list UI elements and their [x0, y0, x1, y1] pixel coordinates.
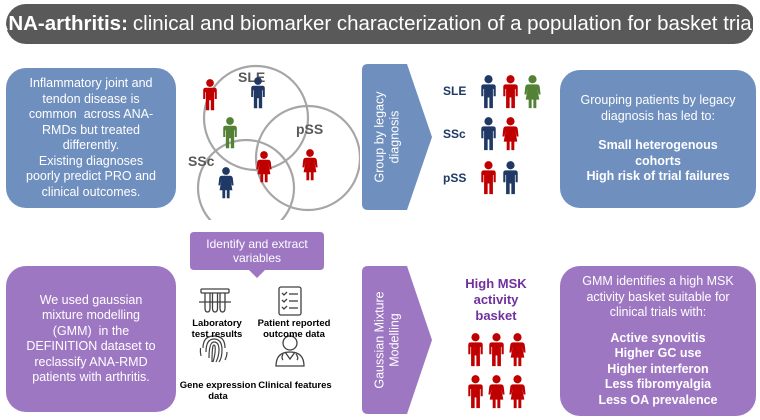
person-icon	[481, 161, 496, 195]
legacy-box: Grouping patients by legacy diagnosis ha…	[560, 70, 756, 208]
intro-line: Inflammatory joint and	[29, 76, 153, 90]
woman-icon	[302, 149, 318, 181]
gmm-result-intro-line: activity basket suitable for	[586, 289, 730, 304]
gmm-method-line: patients with arthritis.	[32, 370, 150, 384]
icon-label-gene: Gene expression data	[178, 380, 258, 402]
gmm-result-bold-list: Active synovitis Higher GC use Higher in…	[572, 331, 744, 409]
identify-box: Identify and extract variables	[190, 232, 324, 270]
woman-icon	[488, 375, 505, 409]
venn-label-ssc: SSc	[188, 153, 215, 169]
gmm-method-box: We used gaussian mixture modelling (GMM)…	[6, 266, 176, 412]
woman-icon	[218, 167, 234, 199]
gmm-result-intro-line: GMM identifies a high MSK	[582, 274, 734, 288]
legacy-intro-line: Grouping patients by legacy	[580, 93, 736, 108]
woman-icon	[524, 75, 541, 109]
intro-box: Inflammatory joint and tendon disease is…	[6, 68, 176, 208]
intro-line: poorly predict PRO and	[26, 169, 156, 183]
title-bold: ANA-arthritis:	[0, 12, 128, 35]
person-icon	[481, 117, 496, 151]
arrow-bottom: Gaussian Mixture Modelling	[362, 266, 414, 414]
arrow-top-line: Group by legacy	[373, 91, 387, 183]
intro-line: clinical outcomes.	[41, 184, 141, 199]
person-icon	[468, 375, 483, 409]
gmm-result-bold-line: Less fibromyalgia	[604, 377, 712, 391]
arrow-bottom-text: Gaussian Mixture Modelling	[373, 291, 403, 388]
basket-line: basket	[475, 308, 517, 323]
basket-people	[468, 333, 526, 409]
venn-diagram: SLE pSS SSc	[188, 64, 360, 220]
woman-icon	[509, 375, 526, 409]
legacy-bold-line: High risk of trial failures	[586, 169, 730, 184]
gmm-method-line: mixture modelling	[42, 308, 140, 322]
identify-line: Identify and extract	[206, 237, 308, 251]
basket-line: High MSK	[465, 276, 527, 291]
legacy-bold-line: Small heterogenous cohorts	[598, 138, 718, 168]
person-icon	[468, 333, 483, 367]
arrow-top-shape	[362, 64, 432, 210]
basket-title: High MSK activity basket	[446, 276, 546, 324]
legacy-bold-list: Small heterogenous cohorts High risk of …	[574, 138, 742, 185]
intro-line: RMDs but treated	[42, 122, 140, 137]
arrow-bottom-line: Gaussian Mixture	[373, 291, 388, 389]
person-icon	[503, 161, 518, 195]
test-tubes-icon	[199, 288, 231, 313]
arrow-bottom-shape	[362, 266, 432, 414]
icon-label-line: Patient reported	[257, 318, 331, 329]
doctor-icon	[275, 335, 305, 367]
arrow-bottom-line: Modelling	[388, 313, 403, 367]
checklist-icon	[278, 286, 302, 316]
fingerprint-icon	[199, 335, 228, 363]
venn-circle-pss	[254, 104, 360, 212]
diagnosis-label-ssc: SSc	[443, 127, 466, 141]
person-icon	[503, 75, 518, 109]
gmm-result-bold-line: Less OA prevalence	[598, 392, 718, 407]
person-icon	[481, 75, 496, 109]
icon-label-line: Clinical features	[258, 380, 332, 391]
intro-line: differently.	[62, 138, 120, 152]
diagnosis-people	[481, 75, 541, 195]
gmm-result-bold-line: Higher interferon	[607, 361, 709, 376]
arrow-top: Group by legacy diagnosis	[362, 64, 414, 210]
title-rest: clinical and biomarker characterization …	[132, 12, 760, 35]
icon-label-line: test results	[191, 329, 243, 340]
diagnosis-label-pss: pSS	[443, 171, 467, 185]
person-icon	[489, 333, 504, 367]
icon-label-clinical: Clinical features	[252, 380, 338, 391]
intro-line: common across ANA-	[28, 107, 154, 121]
icon-label-lab: Laboratory test results	[186, 318, 248, 340]
icon-label-line: data	[208, 391, 228, 402]
gmm-result-intro-line: clinical trials with:	[609, 305, 707, 319]
diagnosis-label-sle: SLE	[443, 84, 467, 98]
legacy-intro-line: diagnosis has led to:	[601, 108, 715, 123]
identify-box-shape	[190, 232, 324, 278]
identify-line: variables	[232, 251, 282, 265]
icon-label-pro: Patient reported outcome data	[254, 318, 334, 340]
gmm-result-bold-line: Higher GC use	[614, 346, 702, 360]
gmm-result-box: GMM identifies a high MSK activity baske…	[560, 266, 756, 416]
gmm-method-line: We used gaussian	[39, 292, 143, 307]
variable-icons	[199, 286, 305, 367]
woman-icon	[509, 333, 526, 367]
venn-circle-sle	[202, 64, 310, 172]
basket-line: activity	[473, 292, 519, 307]
arrow-top-line: diagnosis	[388, 110, 402, 164]
icon-label-line: Laboratory	[192, 318, 242, 329]
gmm-result-bold-line: Active synovitis	[610, 330, 706, 345]
icon-label-line: Gene expression	[179, 380, 257, 391]
intro-line: tendon disease is	[42, 91, 140, 106]
title-bar: ANA-arthritis: clinical and biomarker ch…	[0, 4, 760, 44]
intro-line: Existing diagnoses	[38, 153, 144, 168]
venn-circle-ssc	[196, 138, 296, 220]
venn-label-pss: pSS	[296, 121, 323, 137]
arrow-top-text: Group by legacy diagnosis	[373, 91, 403, 182]
gmm-method-line: (GMM) in the	[52, 323, 130, 338]
woman-icon	[502, 117, 519, 151]
gmm-method-line: DEFINITION dataset to	[26, 339, 156, 353]
icon-label-line: outcome data	[263, 329, 325, 340]
gmm-method-line: reclassify ANA-RMD	[34, 354, 148, 369]
